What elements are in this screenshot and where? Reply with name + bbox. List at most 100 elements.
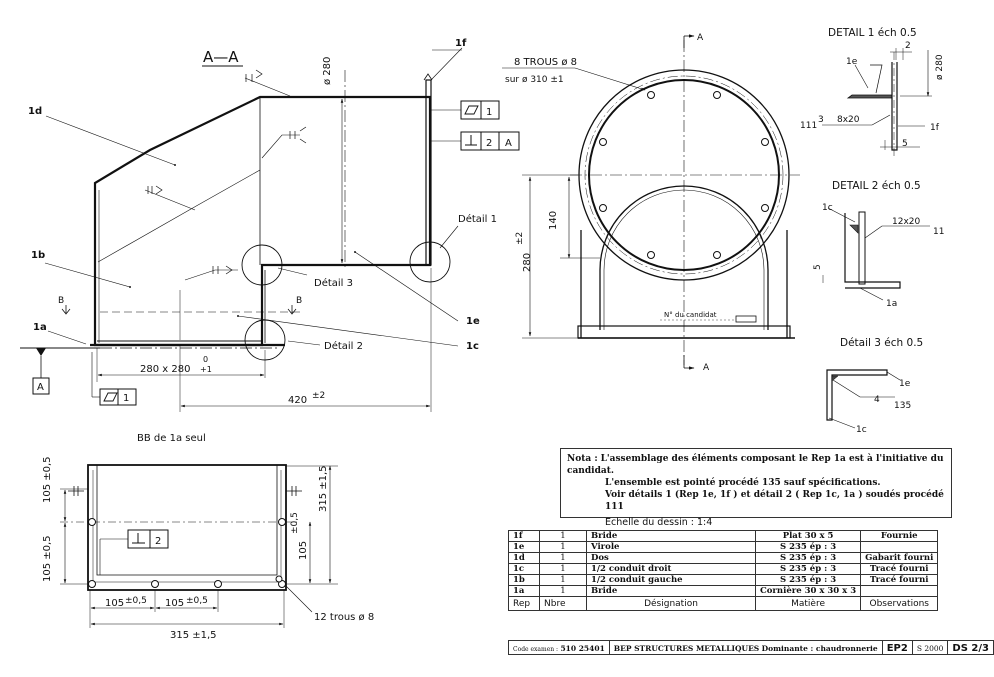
note-label: Nota : [567, 454, 598, 464]
bom-cell-matiere: Cornière 30 x 30 x 3 [754, 585, 862, 597]
bom-cell-nbre: 1 [539, 585, 587, 597]
detail1-1e: 1e [846, 57, 858, 67]
front-view [502, 34, 800, 370]
bom-cell-obs: Gabarit fourni [860, 552, 939, 564]
bom-cell-rep: 1e [508, 541, 540, 553]
section-a-a-annotations: Détail 1 Détail 3 Détail 2 A B B 1 2 A 1… [37, 57, 512, 406]
dim-315-right: 315 ±1,5 [318, 465, 329, 512]
bom-cell-nbre: 1 [539, 541, 587, 553]
bom-header: Rep Nbre Désignation Matière Observation… [508, 596, 939, 611]
section-bb-labels: BB de 1a seul 105 ±0,5 105 ±0,5 315 ±1,5… [42, 433, 374, 641]
detail2-label: Détail 2 [324, 340, 363, 352]
bom-header-obs: Observations [860, 596, 939, 611]
dominante: Dominante : chaudronnerie [761, 644, 878, 653]
bom-cell-rep: 1a [508, 585, 540, 597]
exam-code: EP2 [882, 640, 913, 655]
flatness-bottom-value: 1 [123, 393, 129, 404]
bom-cell-obs: Tracé fourni [860, 574, 939, 586]
note-line2: L'ensemble est pointé procédé 135 sauf s… [605, 478, 881, 488]
title-block-code: Code examen : 510 25401 [508, 640, 610, 655]
note-line3: Voir détails 1 (Rep 1e, 1f ) et détail 2… [605, 490, 944, 512]
front-view-labels: 8 TROUS ø 8 sur ø 310 ±1 N° du candidat … [505, 33, 717, 373]
detail2-12x20: 12x20 [892, 217, 921, 227]
exam-title: BEP STRUCTURES METALLIQUES [613, 644, 760, 653]
bom-cell-nbre: 1 [539, 574, 587, 586]
detail2-view [822, 207, 930, 301]
detail2-1c: 1c [822, 203, 833, 213]
detail3-4: 4 [874, 395, 880, 405]
title-block: Code examen : 510 25401 BEP STRUCTURES M… [508, 640, 994, 655]
section-bb-holes [88, 518, 286, 588]
detail1-111: 111 [800, 121, 817, 131]
bom-cell-rep: 1b [508, 574, 540, 586]
holes-base-label: 12 trous ø 8 [314, 612, 374, 623]
detail2-11: 11 [933, 227, 944, 237]
code-label: Code examen : [513, 646, 559, 653]
section-outline [93, 95, 432, 347]
bom-cell-matiere: S 235 ép : 3 [754, 552, 862, 564]
general-note: Nota : L'assemblage des éléments composa… [560, 448, 952, 528]
bom-cell-designation: Bride [586, 530, 756, 542]
holes-main-sub: sur ø 310 ±1 [505, 75, 564, 85]
bom-header-designation: Désignation [586, 596, 756, 611]
bom-cell-nbre: 1 [539, 552, 587, 564]
note-scale: Echelle du dessin : 1:4 [605, 517, 713, 528]
bom-cell-designation: Bride [586, 585, 756, 597]
perp-datum: A [505, 138, 512, 149]
bom-cell-nbre: 1 [539, 563, 587, 575]
bom-header-matiere: Matière [754, 596, 862, 611]
section-a-a-labels: 1f 1d 1b 1a 1e 1c [28, 38, 480, 352]
detail3-labels: Détail 3 éch 0.5 1e 4 135 1c [840, 337, 923, 435]
dim-140: 140 [548, 211, 559, 230]
dim-315-bottom: 315 ±1,5 [170, 630, 217, 641]
dim-105-bot-a: 105 [105, 598, 124, 609]
dim-280-front-tol: ±2 [515, 232, 525, 245]
label-1d: 1d [28, 106, 42, 117]
front-view-holes [599, 91, 769, 259]
detail2-1a: 1a [886, 299, 897, 309]
dim-105-top: 105 ±0,5 [42, 456, 53, 503]
detail3-circle [241, 244, 283, 286]
bom-cell-rep: 1d [508, 552, 540, 564]
dim-420: 420 [288, 395, 307, 406]
dim-105-bot-b: 105 [165, 598, 184, 609]
section-a-a-title: A—A [203, 48, 239, 66]
section-bb-view [60, 464, 338, 628]
label-1a: 1a [33, 322, 47, 333]
detail1-3: 3 [818, 115, 824, 125]
dim-105-mid: 105 ±0,5 [42, 535, 53, 582]
dim-280x280: 280 x 280 [140, 364, 190, 375]
bom-cell-nbre: 1 [539, 530, 587, 542]
bom-cell-designation: 1/2 conduit gauche [586, 574, 756, 586]
detail1-labels: DETAIL 1 éch 0.5 1e 2 ø 280 111 3 8x20 1… [800, 27, 945, 149]
label-1b: 1b [31, 250, 45, 261]
detail2-title: DETAIL 2 éch 0.5 [832, 180, 921, 192]
candidate-no-label: N° du candidat [664, 311, 717, 319]
detail1-circle [409, 241, 451, 283]
detail1-1f: 1f [930, 123, 940, 133]
detail3-title: Détail 3 éch 0.5 [840, 337, 923, 349]
bom-cell-designation: Virole [586, 541, 756, 553]
bom-cell-obs: Fournie [860, 530, 939, 542]
detail1-5: 5 [902, 139, 908, 149]
bom-cell-designation: Dos [586, 552, 756, 564]
bom-cell-matiere: Plat 30 x 5 [754, 530, 862, 542]
bom-cell-matiere: S 235 ép : 3 [754, 574, 862, 586]
dim-105-bot-a-tol: ±0,5 [125, 596, 147, 606]
title-block-title: BEP STRUCTURES METALLIQUES Dominante : c… [609, 640, 883, 655]
dim-280-front: 280 [522, 253, 533, 272]
detail3-label: Détail 3 [314, 277, 353, 289]
bb-title: BB de 1a seul [137, 433, 206, 444]
detail3-1e: 1e [899, 379, 911, 389]
flatness-value: 1 [486, 107, 492, 118]
detail1-label: Détail 1 [458, 213, 497, 225]
sheet-number: DS 2/3 [948, 640, 994, 655]
bom-cell-rep: 1f [508, 530, 540, 542]
label-1c: 1c [466, 341, 479, 352]
bom-cell-obs [860, 585, 939, 597]
